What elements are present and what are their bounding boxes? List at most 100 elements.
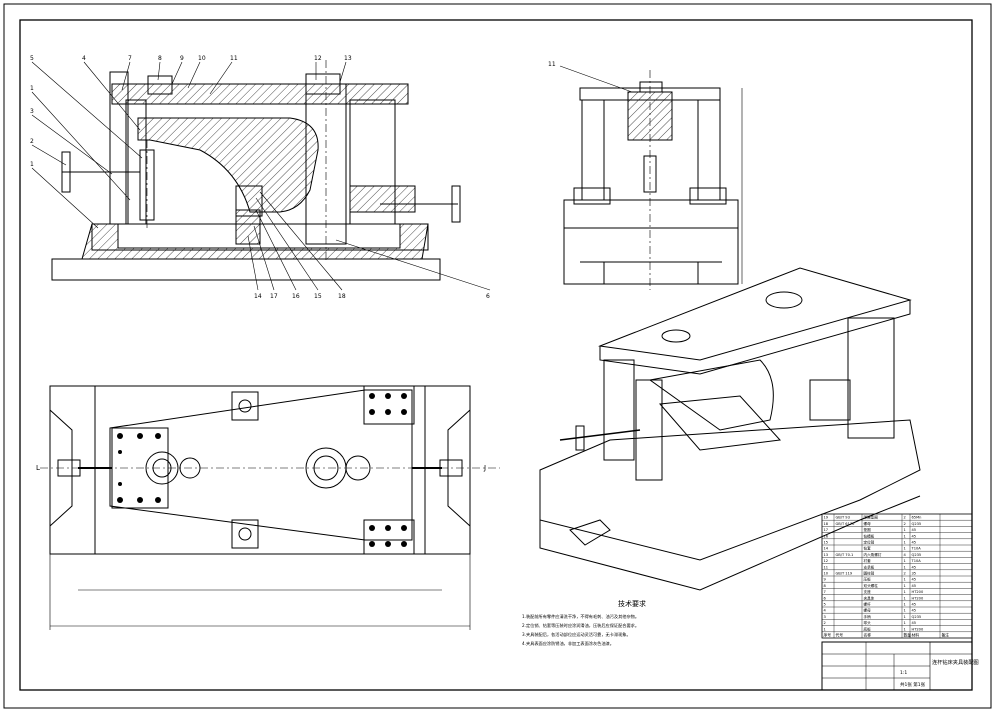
parts-cell: 1 (904, 596, 906, 600)
iso-right-clamp (809, 379, 851, 421)
parts-cell: 1 (904, 609, 906, 613)
drawing-title: 连杆钻床夹具装配图 (932, 658, 979, 666)
parts-header-cell: 代号 (836, 633, 844, 638)
leader-label: 9 (180, 55, 184, 62)
parts-cell: 15 (824, 541, 829, 545)
iso-left-pillar (603, 359, 635, 461)
parts-cell: 支座 (864, 589, 872, 594)
parts-cell: 压板 (864, 577, 872, 582)
parts-cell: 45 (912, 578, 917, 582)
leader-line (209, 61, 233, 95)
leader-line (559, 65, 633, 93)
parts-cell: 5 (824, 603, 826, 607)
parts-cell: 1 (904, 627, 906, 631)
leader-label: 6 (486, 293, 490, 300)
parts-cell: 45 (912, 584, 917, 588)
parts-cell: 2 (904, 572, 906, 576)
parts-cell: 螺母 (864, 608, 872, 613)
top-view: L J (36, 385, 500, 630)
parts-cell: 1 (904, 603, 906, 607)
parts-cell: GB/T 119 (836, 572, 853, 576)
parts-cell: 10 (824, 572, 829, 576)
technical-requirements: 技术要求 1.装配前所有零件应清洗干净，不得有毛刺、油污及其他杂物。 2.定位销… (522, 599, 646, 647)
parts-cell: 45 (912, 541, 917, 545)
parts-cell: 支承板 (864, 564, 875, 569)
leader-label: 4 (82, 55, 86, 62)
leader-line (253, 225, 275, 291)
right-block-top (363, 385, 415, 425)
parts-cell: 钻模板 (864, 533, 875, 538)
parts-cell: 16 (824, 534, 829, 538)
parts-cell: T10A (911, 547, 922, 551)
tech-req-title: 技术要求 (618, 599, 646, 608)
iso-top-plate (598, 267, 912, 361)
drawing-scale: 1:1 (900, 670, 907, 676)
iso-handle-knob (575, 425, 585, 451)
leader-label: 1 (30, 161, 34, 168)
right-handle-knob (451, 185, 461, 223)
iso-connecting-rod (648, 359, 774, 431)
parts-cell: 11 (824, 565, 829, 569)
parts-cell: GB/T 93 (836, 516, 850, 520)
parts-cell: 18 (824, 522, 829, 526)
parts-cell: 1 (904, 584, 906, 588)
leader-label: 16 (292, 293, 300, 300)
parts-cell: Q235 (912, 615, 922, 619)
parts-cell: 14 (824, 547, 829, 551)
right-slot (447, 409, 471, 527)
tech-req-line: 2.定位销、钻套等压装时应涂润滑油，压装后应保证配合要求。 (522, 622, 639, 629)
parts-cell: 球头 (864, 620, 872, 625)
parts-cell: 弹簧垫圈 (864, 515, 879, 520)
section-mark-right: J (483, 464, 486, 472)
leader-line (31, 114, 113, 175)
parts-cell: 45 (912, 565, 917, 569)
front-section-view (51, 60, 461, 281)
parts-cell: T10A (911, 559, 922, 563)
parts-cell: 12 (824, 559, 829, 563)
leader-line (31, 91, 131, 201)
parts-cell: 7 (824, 590, 826, 594)
parts-cell: 1 (904, 559, 906, 563)
parts-cell: 内六角螺钉 (864, 552, 882, 557)
parts-cell: 2 (904, 516, 906, 520)
parts-cell: 9 (824, 578, 827, 582)
parts-cell: 1 (904, 590, 906, 594)
parts-cell: 底板 (864, 626, 872, 631)
leader-label: 1 (30, 85, 34, 92)
bolt-circle (238, 399, 252, 413)
leader-label: 11 (548, 61, 556, 68)
parts-cell: 1 (904, 565, 906, 569)
leader-line (259, 191, 343, 291)
leader-line (247, 235, 259, 291)
side-right-pillar (697, 99, 721, 201)
parts-cell: 19 (824, 516, 829, 520)
parts-cell: 13 (824, 553, 829, 557)
leader-line (31, 167, 99, 229)
parts-cell: 6 (824, 596, 827, 600)
side-base-top (563, 199, 739, 229)
leader-line (255, 209, 297, 291)
parts-cell: 1 (904, 578, 906, 582)
parts-cell: 45 (912, 609, 917, 613)
parts-cell: 螺母 (864, 521, 872, 526)
parts-cell: HT200 (912, 596, 924, 600)
iso-clamp-arm (658, 395, 782, 451)
right-block-bottom (363, 519, 415, 555)
handle-knob (61, 151, 71, 193)
parts-cell: GB/T 6170 (836, 522, 856, 526)
iso-right-pillar (847, 317, 895, 439)
leader-label: 18 (338, 293, 346, 300)
tech-req-line: 3.夹具装配后，各活动部位应运动灵活可靠，无卡滞现象。 (522, 631, 631, 638)
leader-label: 8 (158, 55, 162, 62)
parts-cell: 8 (824, 584, 827, 588)
parts-cell: 1 (904, 541, 906, 545)
parts-cell: 垫圈 (864, 527, 872, 532)
top-clamp-block (231, 391, 259, 421)
parts-cell: HT200 (912, 627, 924, 631)
leader-label: 11 (230, 55, 238, 62)
leader-line (83, 61, 141, 131)
parts-cell: 4 (904, 553, 907, 557)
parts-cell: 45 (912, 534, 917, 538)
